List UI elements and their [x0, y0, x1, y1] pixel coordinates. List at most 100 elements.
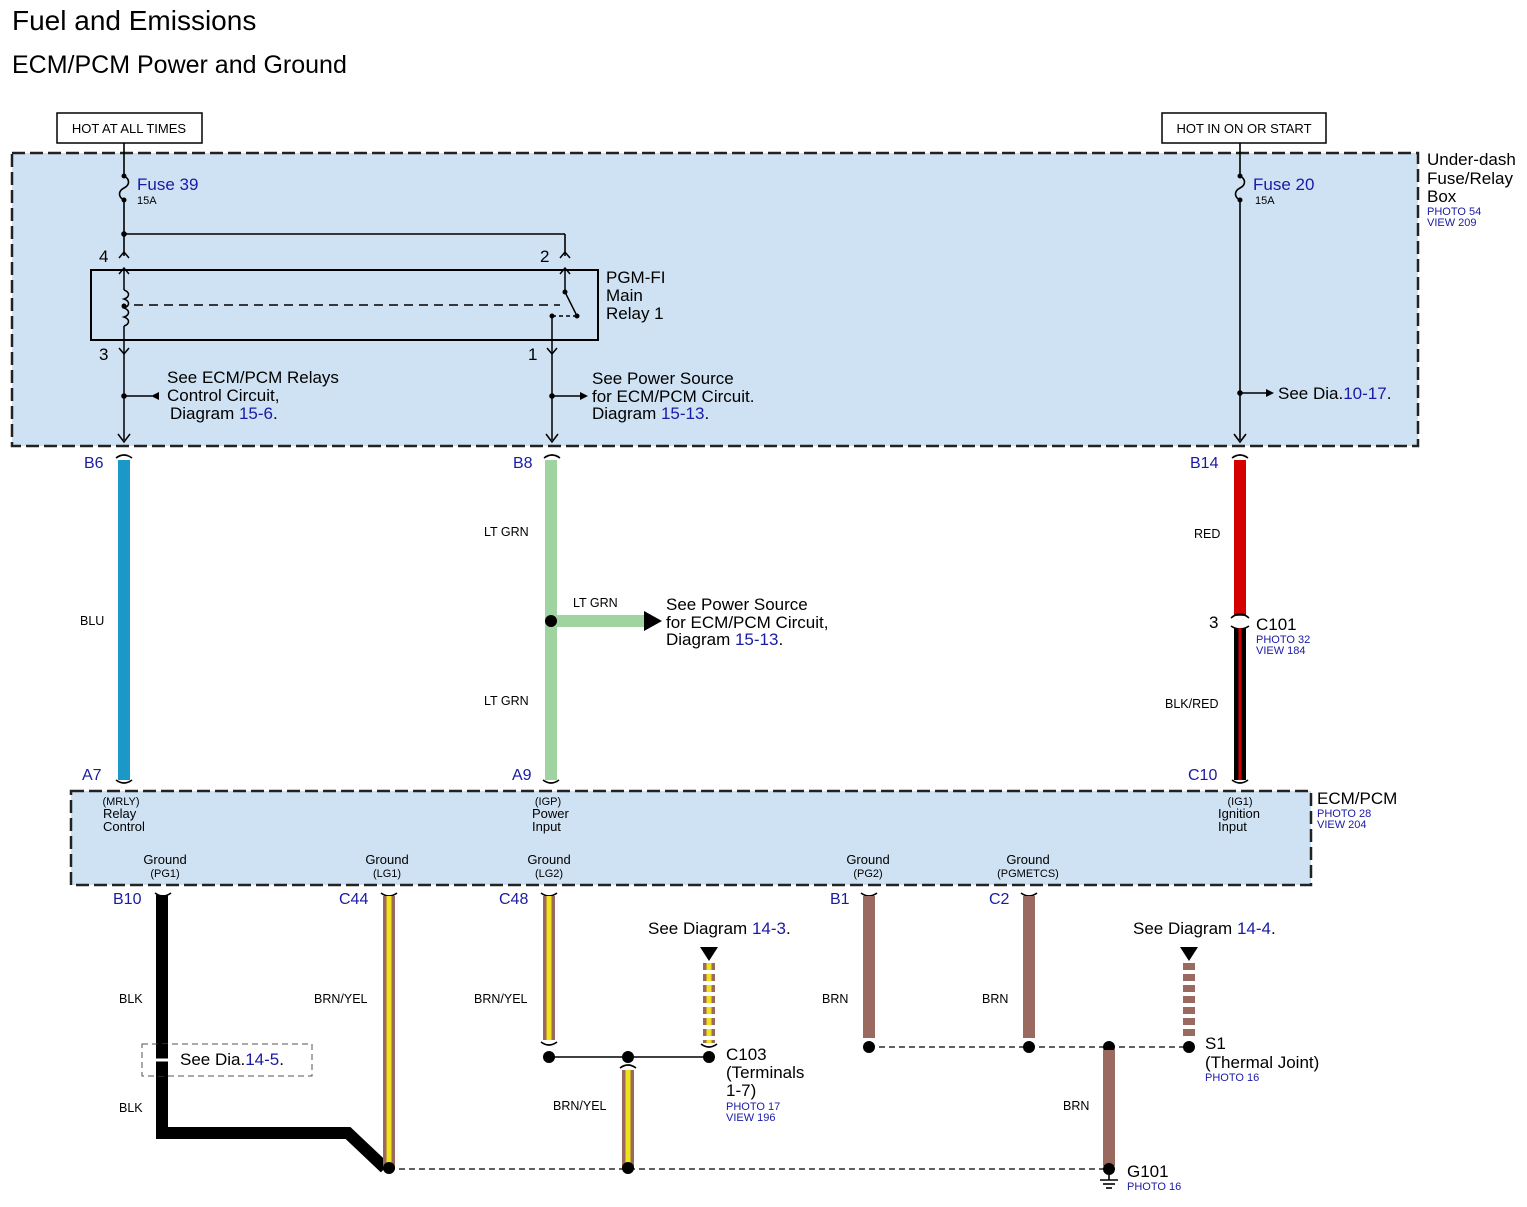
g101-name: G101: [1127, 1162, 1169, 1181]
fuse-20-label: Fuse 20: [1253, 175, 1314, 194]
wire-label-brn-b1: BRN: [822, 992, 848, 1006]
fuse-relay-box-panel: [10, 151, 1420, 448]
switch-dot: [574, 313, 580, 319]
ecm-pcm-panel: [69, 789, 1313, 887]
dia-14-5-ref: See Dia.14-5.: [180, 1050, 284, 1069]
ecm-photo: PHOTO 28: [1317, 808, 1371, 820]
hot-in-on-or-start-box: [1161, 112, 1327, 144]
wire-brn-yel-c44: [380, 892, 398, 1168]
wire-brn-yel-c103-dashed: [700, 963, 718, 1048]
ecm-view: VIEW 204: [1317, 819, 1367, 831]
relay-pin-1: 1: [528, 345, 537, 364]
ground-lg1-code: (LG1): [373, 868, 401, 880]
power-ref-line2: for ECM/PCM Circuit.: [592, 387, 754, 406]
wire-brn-yel-c48: [540, 892, 558, 1046]
splice-dot: [1237, 390, 1243, 396]
pin-a7: A7: [82, 767, 102, 784]
diagram-link: 15-13: [735, 630, 778, 649]
wire-label-brnyel-c48: BRN/YEL: [474, 992, 528, 1006]
ground-icon: [1100, 1175, 1118, 1189]
ground-lg2-code: (LG2): [535, 868, 563, 880]
fuse-39-label: Fuse 39: [137, 175, 198, 194]
fuse-box-name-line2: Fuse/Relay: [1427, 169, 1513, 188]
splice-dot: [1023, 1041, 1035, 1053]
coil-dot: [121, 303, 127, 309]
splice-dot: [622, 1051, 634, 1063]
terminal-igp-line2: Input: [532, 819, 561, 834]
wire-brn-c2: [1020, 892, 1038, 1038]
ground-pgmetcs-label: Ground: [1006, 852, 1049, 867]
wire-label-ltgrn-upper: LT GRN: [484, 525, 529, 539]
terminal-igp-code: (IGP): [535, 796, 561, 808]
ground-pgmetcs-code: (PGMETCS): [997, 868, 1059, 880]
relay-pin-4: 4: [99, 247, 108, 266]
fuse-box-view: VIEW 209: [1427, 217, 1477, 229]
terminal-ig1-line1: Ignition: [1218, 806, 1260, 821]
wire-label-blk-lower: BLK: [119, 1101, 143, 1115]
page-subtitle: ECM/PCM Power and Ground: [12, 51, 347, 79]
fuse-box-name-line1: Under-dash: [1427, 150, 1516, 169]
c103-line1: (Terminals: [726, 1063, 804, 1082]
dia-10-17-ref: See Dia.10-17.: [1278, 384, 1391, 403]
wire-brn-b1: [860, 892, 878, 1038]
splice-dot: [543, 1051, 555, 1063]
relay-name-line3: Relay 1: [606, 304, 664, 323]
ground-pg2-label: Ground: [846, 852, 889, 867]
ground-lg2-label: Ground: [527, 852, 570, 867]
relay-pin-3: 3: [99, 345, 108, 364]
fuse-39-circuit: [118, 143, 566, 256]
c101-pin: 3: [1209, 613, 1218, 632]
c103-name: C103: [726, 1045, 767, 1064]
s1-photo: PHOTO 16: [1205, 1072, 1259, 1084]
splice-dot: [121, 231, 127, 237]
power-splice-ref-line2: for ECM/PCM Circuit,: [666, 613, 828, 632]
pin-c10: C10: [1188, 767, 1217, 784]
wire-label-brnyel-c44: BRN/YEL: [314, 992, 368, 1006]
wire-label-red: RED: [1194, 527, 1220, 541]
pin-c2: C2: [989, 891, 1010, 908]
splice-dot: [1183, 1041, 1195, 1053]
diagram-link: 15-6: [239, 404, 273, 423]
pin-c48: C48: [499, 891, 528, 908]
terminal-mrly-line1: Relay: [103, 806, 137, 821]
diagram-link: 15-13: [661, 404, 704, 423]
wire-blk-red: [1230, 625, 1250, 784]
wire-label-blu: BLU: [80, 614, 104, 628]
arrow-down-icon: [1180, 947, 1198, 961]
splice-dot: [863, 1041, 875, 1053]
c103-line2: 1-7): [726, 1081, 756, 1100]
diag-14-4-ref: See Diagram 14-4.: [1133, 919, 1276, 938]
pgm-fi-main-relay-box: [90, 269, 599, 341]
fuse-box-name-line3: Box: [1427, 187, 1457, 206]
relay-internals: [117, 250, 578, 444]
diagram-link: 14-3: [752, 919, 786, 938]
s1-line1: (Thermal Joint): [1205, 1053, 1319, 1072]
terminal-mrly-line2: Control: [103, 819, 145, 834]
c101-view: VIEW 184: [1256, 645, 1306, 657]
power-ref-line1: See Power Source: [592, 369, 734, 388]
hot-at-all-times-box: [56, 112, 203, 144]
diagram-link: 14-5: [245, 1050, 279, 1069]
terminal-ig1-code: (IG1): [1227, 796, 1252, 808]
c103-view: VIEW 196: [726, 1112, 776, 1124]
terminal-mrly-code: (MRLY): [102, 796, 139, 808]
g101-photo: PHOTO 16: [1127, 1181, 1181, 1193]
pin-a9: A9: [512, 767, 532, 784]
wire-label-brn-c2: BRN: [982, 992, 1008, 1006]
c101-photo: PHOTO 32: [1256, 634, 1310, 646]
wire-brn-yel-lower: [619, 1064, 637, 1168]
page-title: Fuel and Emissions: [12, 5, 256, 36]
terminal-igp-line1: Power: [532, 806, 570, 821]
dia-14-5-box: [141, 1043, 313, 1077]
wire-label-ltgrn-branch: LT GRN: [573, 596, 618, 610]
fuse-20-circuit: [1233, 143, 1266, 444]
splice-dot: [622, 1162, 634, 1174]
wire-label-brn-g101: BRN: [1063, 1099, 1089, 1113]
fuse-39-rating: 15A: [137, 195, 157, 207]
relay-pin-2: 2: [540, 247, 549, 266]
pin-b1: B1: [830, 891, 850, 908]
arrow-icon: [580, 392, 588, 400]
ground-pg1-code: (PG1): [150, 868, 179, 880]
fuse-39-icon: [121, 173, 127, 203]
